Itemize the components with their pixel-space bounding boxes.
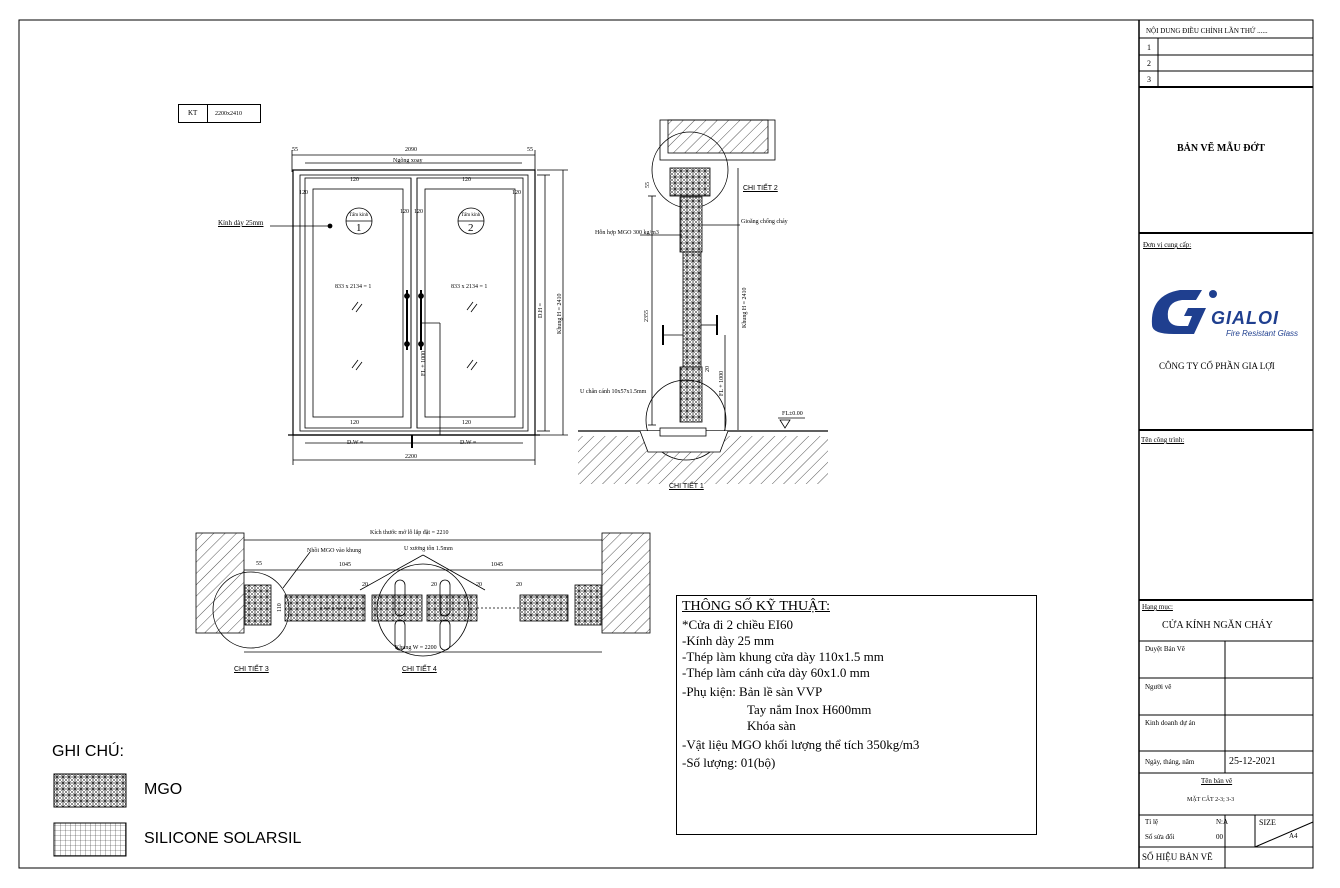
date-label: Ngày, tháng, năm [1145,758,1195,766]
frame-dim: 120 [414,209,423,215]
dim-top-right: 55 [527,147,533,153]
door-elevation [270,150,568,465]
frame-dim: 120 [350,177,359,183]
detail-2-label: CHI TIẾT 2 [743,185,778,192]
rev-row: 3 [1147,75,1151,84]
khung-w-label: Khung W = 2200 [395,645,437,651]
kt-box: KT 2200x2410 [178,104,261,123]
fl-1000-label: FL + 1000 [421,350,427,376]
rev-no-label: Số sửa đổi [1145,833,1175,841]
glass-note: Kính dày 25mm [218,219,264,227]
date-value: 25-12-2021 [1229,756,1276,767]
drawing-name: MẶT CẮT 2-3; 3-3 [1187,797,1235,803]
drawing-type: BẢN VẼ MẪU ĐỚT [1177,143,1265,154]
dim-20: 20 [362,582,368,588]
frame-dim: 120 [462,420,471,426]
spec-line: -Thép làm cánh cửa dày 60x1.0 mm [682,665,870,680]
door-plan [195,532,651,657]
frame-dim: 120 [400,209,409,215]
mgo-mix-label: Hỗn hợp MGO 300 kg/m3 [595,230,659,236]
mgo-core-label: Nhồi MGO vào khung [307,548,362,554]
khung-h-label: Khung H = 2410 [742,287,748,328]
detail-3-label: CHI TIẾT 3 [234,666,269,673]
kt-value: 2200x2410 [215,111,242,117]
dw-label: D.W = [460,440,477,446]
sales-label: Kinh doanh dự án [1145,719,1196,727]
spec-heading: THÔNG SỐ KỸ THUẬT: [682,599,830,614]
project-label: Tên công trình: [1141,436,1185,444]
legend-title: GHI CHÚ: [52,743,124,760]
item-label: Hạng mục: [1142,603,1173,611]
u-steel-label: U xương tôn 1.5mm [404,546,453,552]
supplier-label: Đơn vị cung cấp: [1143,241,1192,249]
logo-mark [1151,290,1217,334]
panel-tag: Tấm kính [349,213,369,218]
u-bottom-label: U chân cánh 10x57x1.5mm [580,389,647,395]
dim-1045: 1045 [339,562,351,568]
size-label: SIZE [1259,818,1276,827]
spec-line: -Kính dày 25 mm [682,633,775,648]
panel-number: 2 [468,222,474,234]
scale-label: Tỉ lệ [1145,818,1159,826]
detail-4-label: CHI TIẾT 4 [402,666,437,673]
rev-row: 2 [1147,59,1151,68]
spec-line: -Số lượng: 01(bộ) [682,755,776,770]
panel-tag: Tấm kính [461,213,481,218]
fl-1000-label: FL + 1000 [719,370,725,396]
size-value: A4 [1289,832,1298,840]
panel-number: 1 [356,222,362,234]
dim-110: 110 [277,603,283,612]
item-value: CỬA KÍNH NGĂN CHÁY [1162,620,1273,631]
rev-row: 1 [1147,43,1151,52]
panel-size: 833 x 2134 = 1 [335,284,372,290]
khung-h-label: Khung H = 2410 [557,293,563,334]
frame-dim: 120 [512,190,521,196]
spec-line: -Phụ kiện: Bản lề sàn VVP [682,684,823,699]
dim-2355: 2355 [644,310,650,322]
spec-line: *Cửa đi 2 chiều EI60 [682,617,794,632]
legend-silicone: SILICONE SOLARSIL [144,830,302,847]
frame-dim: 120 [350,420,359,426]
dim-55: 55 [645,182,651,188]
dim-55: 55 [256,561,262,567]
dim-1045: 1045 [491,562,503,568]
spec-line: -Thép làm khung cửa dày 110x1.5 mm [682,649,884,664]
dim-20: 20 [431,582,437,588]
spec-line: -Vật liệu MGO khối lượng thể tích 350kg/… [682,737,920,752]
dim-20: 20 [705,366,711,372]
frame-dim: 120 [462,177,471,183]
dim-20: 20 [476,582,482,588]
approve-label: Duyệt Bản Vẽ [1145,645,1185,653]
drawing-name-label: Tên bản vẽ [1201,777,1233,785]
ngong-xoay-label: Ngõng xoay [393,158,423,164]
scale-value: N:A [1216,818,1229,826]
panel-size: 833 x 2134 = 1 [451,284,488,290]
drawer-label: Người vẽ [1145,683,1172,691]
frame-dim: 120 [299,190,308,196]
legend-mgo: MGO [144,781,183,798]
spec-line: Khóa sàn [747,718,796,733]
spec-line: Tay nắm Inox H600mm [747,702,872,717]
opening-label: Kích thước mở lỗ lắp đặt = 2210 [370,530,449,536]
revision-header: NỘI DUNG ĐIỀU CHỈNH LẦN THỨ ...... [1146,27,1268,35]
dim-top-left: 55 [292,147,298,153]
dim-top-total: 2090 [405,147,417,153]
door-section [578,119,828,484]
dim-bottom: 2200 [405,454,417,460]
dw-label: D.W = [347,440,364,446]
logo-tagline: Fire Resistant Glass [1226,329,1299,338]
rev-no-value: 00 [1216,833,1223,841]
spec-box: THÔNG SỐ KỸ THUẬT: *Cửa đi 2 chiều EI60 … [676,595,1037,835]
drawing-no-label: SỐ HIỆU BẢN VẼ [1142,852,1213,862]
detail-1-label: CHI TIẾT 1 [669,483,704,490]
dim-20: 20 [516,582,522,588]
dh-label: D.H = [538,302,544,318]
kt-label: KT [188,109,198,117]
gasket-label: Gioăng chống cháy [741,219,788,225]
company-name: CÔNG TY CỔ PHẦN GIA LỢI [1159,361,1275,371]
logo-text: GIALOI [1211,308,1279,328]
fl0-label: FL±0.00 [782,411,803,417]
